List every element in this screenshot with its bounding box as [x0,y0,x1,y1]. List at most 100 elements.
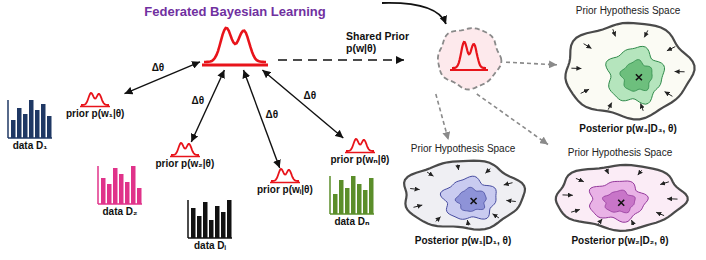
bar [209,220,214,238]
axis [97,166,99,204]
connector [191,70,224,142]
bar [125,182,130,204]
base-bar [202,64,268,67]
bar-chart [328,174,376,216]
inward-arrow [667,47,675,51]
data-label: data D₂ [96,206,144,218]
inward-arrow [581,89,589,93]
connector [477,94,548,145]
prior-curve [269,168,301,184]
prior-curve [171,143,199,155]
posterior-label: Posterior p(w₃|D₃, θ) [557,123,699,135]
inward-arrow [656,212,664,215]
inward-arrow [631,220,633,225]
hypothesis-space [397,155,529,235]
space-label: Prior Hypothesis Space [548,147,692,159]
inward-arrow [608,103,612,110]
base-bar [170,156,200,158]
bar [221,212,226,238]
inward-arrow [504,183,513,185]
prior-curve [346,139,374,151]
inward-arrow [576,178,584,181]
prior-node: prior p(wᵢ|θ) [257,168,313,196]
space-node: Prior Hypothesis SpacePosterior p(w₁|D₁,… [395,140,531,247]
bar [137,188,142,204]
inward-arrow [457,165,459,170]
shared-prior-cloud [432,22,506,94]
base-bar [345,152,375,154]
posterior-contour [603,190,636,213]
bar [203,202,208,238]
connector [506,62,557,65]
dashed-arrow [278,59,404,61]
posterior-mode [636,74,642,80]
prior-label: prior p(w₂|θ) [156,158,215,170]
connector [436,94,449,140]
space-outline [404,161,525,230]
bar [333,194,338,214]
prior-node: prior p(wₙ|θ) [331,138,390,166]
inward-arrow [571,210,580,213]
axis [329,176,331,214]
space-label: Prior Hypothesis Space [395,143,531,155]
prior-node: prior p(w₁|θ) [66,92,124,120]
posterior-contour [606,46,665,104]
data-label: data D₁ [6,140,54,152]
bar-chart [186,198,234,240]
axis [7,100,9,138]
shared-node: Shared Prior p(w|θ) [346,22,506,94]
gaussian-curve [204,28,266,62]
posterior-contour [589,181,648,222]
prior-curve [271,169,299,181]
shared-prior-label: Shared Prior p(w|θ) [346,22,430,54]
diagram-title: Federated Bayesian Learning [144,4,325,19]
posterior-mode [471,198,477,204]
inward-arrow [485,169,490,174]
bar [35,110,40,138]
data-node: data D₂ [96,164,144,218]
inward-arrow [606,169,608,174]
bar [47,116,52,138]
prior-curve [169,142,201,158]
space-outline [556,165,688,231]
bar [107,184,112,204]
bar [351,176,356,214]
prior-label: prior p(wᵢ|θ) [257,184,313,196]
inward-arrow [563,194,573,195]
gaussian-curve [200,24,270,70]
bar [101,178,106,204]
inward-arrow [493,214,499,218]
posterior-contour [455,187,486,211]
hypothesis-space [559,17,697,123]
edge-label: Δθ [303,90,318,102]
data-node: data Dₙ [328,174,376,228]
bar [131,166,136,204]
inward-arrow [641,104,644,111]
inward-arrow [427,172,433,176]
inward-arrow [665,92,673,97]
bar [17,108,22,138]
posterior-contour [620,60,652,92]
bar [11,120,16,138]
bar [345,188,350,214]
base-bar [450,69,488,71]
posterior-label: Posterior p(w₁|D₁, θ) [395,235,531,247]
edge-label: Δθ [151,62,166,74]
prior-label: prior p(w₁|θ) [66,108,124,120]
text-holder: Shared Prior p(w|θ) [346,22,430,54]
inward-arrow [436,217,441,222]
bar [23,114,28,138]
hypothesis-space [550,159,690,235]
gaussian-curve [452,42,486,68]
bar [339,180,344,214]
base-bar [80,106,110,108]
inward-arrow [598,219,602,224]
prior-curve [79,92,111,108]
bar-chart [6,98,54,140]
central-node: Federated Bayesian Learning [200,24,270,70]
inward-arrow [613,29,616,36]
inward-arrow [506,200,515,201]
space-node: Prior Hypothesis SpacePosterior p(w₃|D₃,… [557,2,699,135]
inward-arrow [571,68,581,69]
inward-arrow [644,30,648,37]
